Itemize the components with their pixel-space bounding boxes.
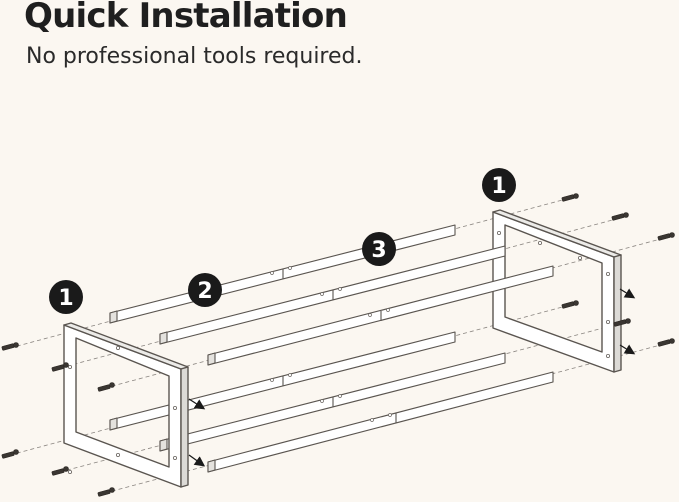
screw-icon	[561, 193, 579, 202]
screw-icon	[613, 318, 631, 327]
left-side-frame	[63, 322, 189, 488]
arrow-icon	[619, 288, 636, 299]
screw-icon	[51, 362, 69, 372]
screw-icon	[1, 449, 19, 459]
step-badge-right-frame: 1	[482, 168, 516, 202]
svg-text:1: 1	[58, 286, 73, 311]
screw-icon	[657, 338, 675, 347]
screws	[1, 193, 675, 497]
screw-icon	[657, 232, 675, 241]
arrow-icon	[188, 398, 206, 410]
arrow-icon	[188, 454, 206, 467]
step-badge-joints: 3	[362, 232, 396, 266]
svg-text:2: 2	[197, 279, 212, 304]
page-title: Quick Installation	[24, 0, 348, 36]
right-side-frame	[492, 209, 622, 373]
page-subtitle: No professional tools required.	[26, 44, 363, 69]
tube-bottom-middle	[159, 352, 506, 452]
tube-top-middle	[159, 245, 506, 345]
screw-icon	[51, 466, 69, 476]
step-badge-left-frame: 1	[49, 280, 83, 314]
insertion-arrows	[188, 288, 636, 467]
step-badge-tubes: 2	[188, 273, 222, 307]
screw-icon	[561, 300, 579, 309]
arrow-icon	[619, 344, 636, 355]
tube-top-front	[207, 265, 554, 366]
screw-icon	[97, 487, 115, 497]
screw-icon	[611, 212, 629, 221]
tube-bottom-front	[207, 371, 554, 473]
screw-icon	[1, 342, 19, 351]
svg-text:3: 3	[371, 238, 386, 263]
screw-icon	[97, 382, 115, 392]
svg-text:1: 1	[491, 174, 506, 199]
